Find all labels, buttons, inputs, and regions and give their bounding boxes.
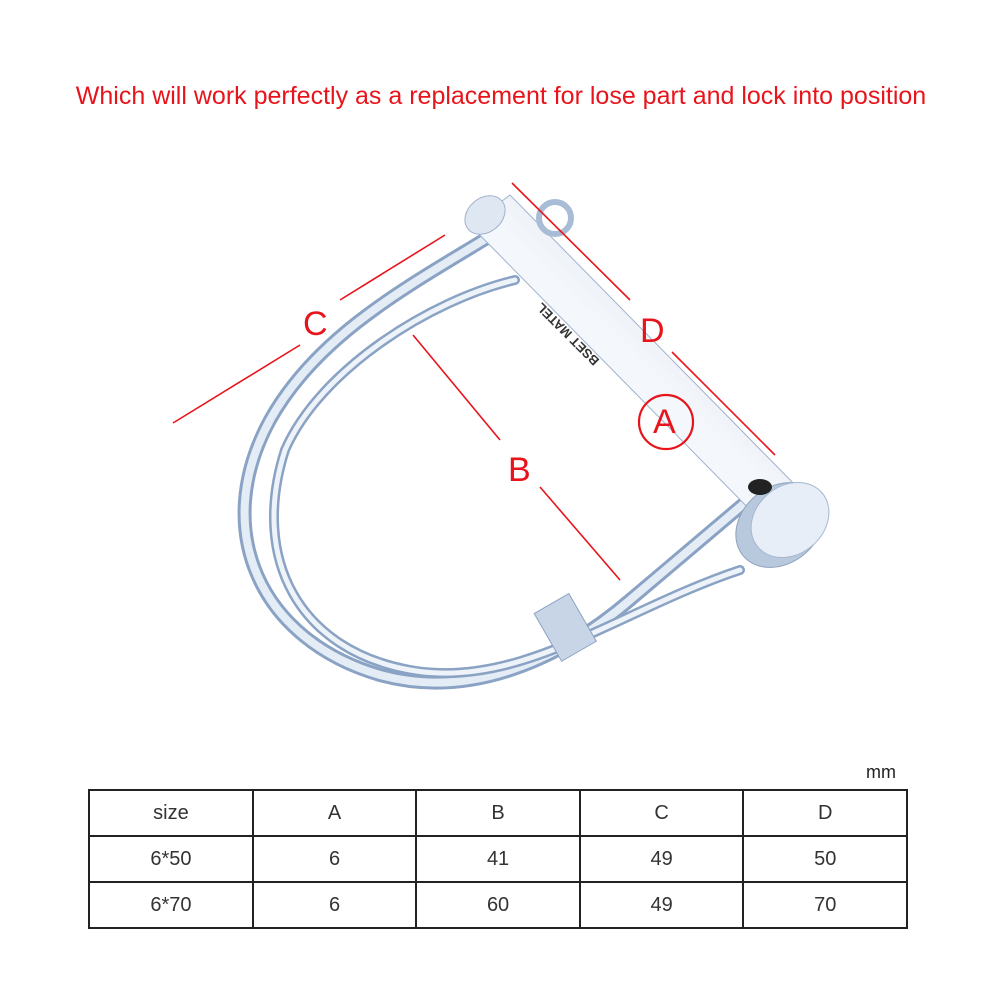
label-c: C [303, 305, 328, 343]
shackle-pin-diagram: BSET MATEL C B D A [172, 182, 830, 690]
table-header-row: size A B C D [88, 789, 908, 837]
label-a: A [653, 403, 676, 441]
wire-loop [237, 223, 767, 690]
table-cell: 6*70 [88, 881, 254, 929]
unit-label: mm [866, 762, 896, 782]
header-cell: size [88, 789, 254, 837]
header-cell: C [578, 789, 745, 837]
headline: Which will work perfectly as a replaceme… [75, 82, 927, 110]
table-cell: 60 [415, 881, 581, 929]
label-b: B [508, 451, 531, 489]
table-row: 6*50 6 41 49 50 [88, 835, 908, 883]
label-d: D [640, 312, 665, 350]
header-cell: B [415, 789, 581, 837]
table-cell: 49 [578, 835, 745, 883]
table-cell: 49 [578, 881, 745, 929]
table-cell: 6*50 [88, 835, 254, 883]
dimension-lines [172, 182, 776, 581]
table-cell: 41 [415, 835, 581, 883]
table-cell: 6 [251, 835, 418, 883]
table-cell: 50 [742, 835, 908, 883]
table-row: 6*70 6 60 49 70 [88, 881, 908, 929]
table-cell: 70 [742, 881, 908, 929]
header-cell: D [742, 789, 908, 837]
size-table: size A B C D 6*50 6 41 49 50 6*70 6 60 4… [88, 789, 908, 929]
pin: BSET MATEL [464, 194, 830, 568]
table-cell: 6 [251, 881, 418, 929]
header-cell: A [251, 789, 418, 837]
